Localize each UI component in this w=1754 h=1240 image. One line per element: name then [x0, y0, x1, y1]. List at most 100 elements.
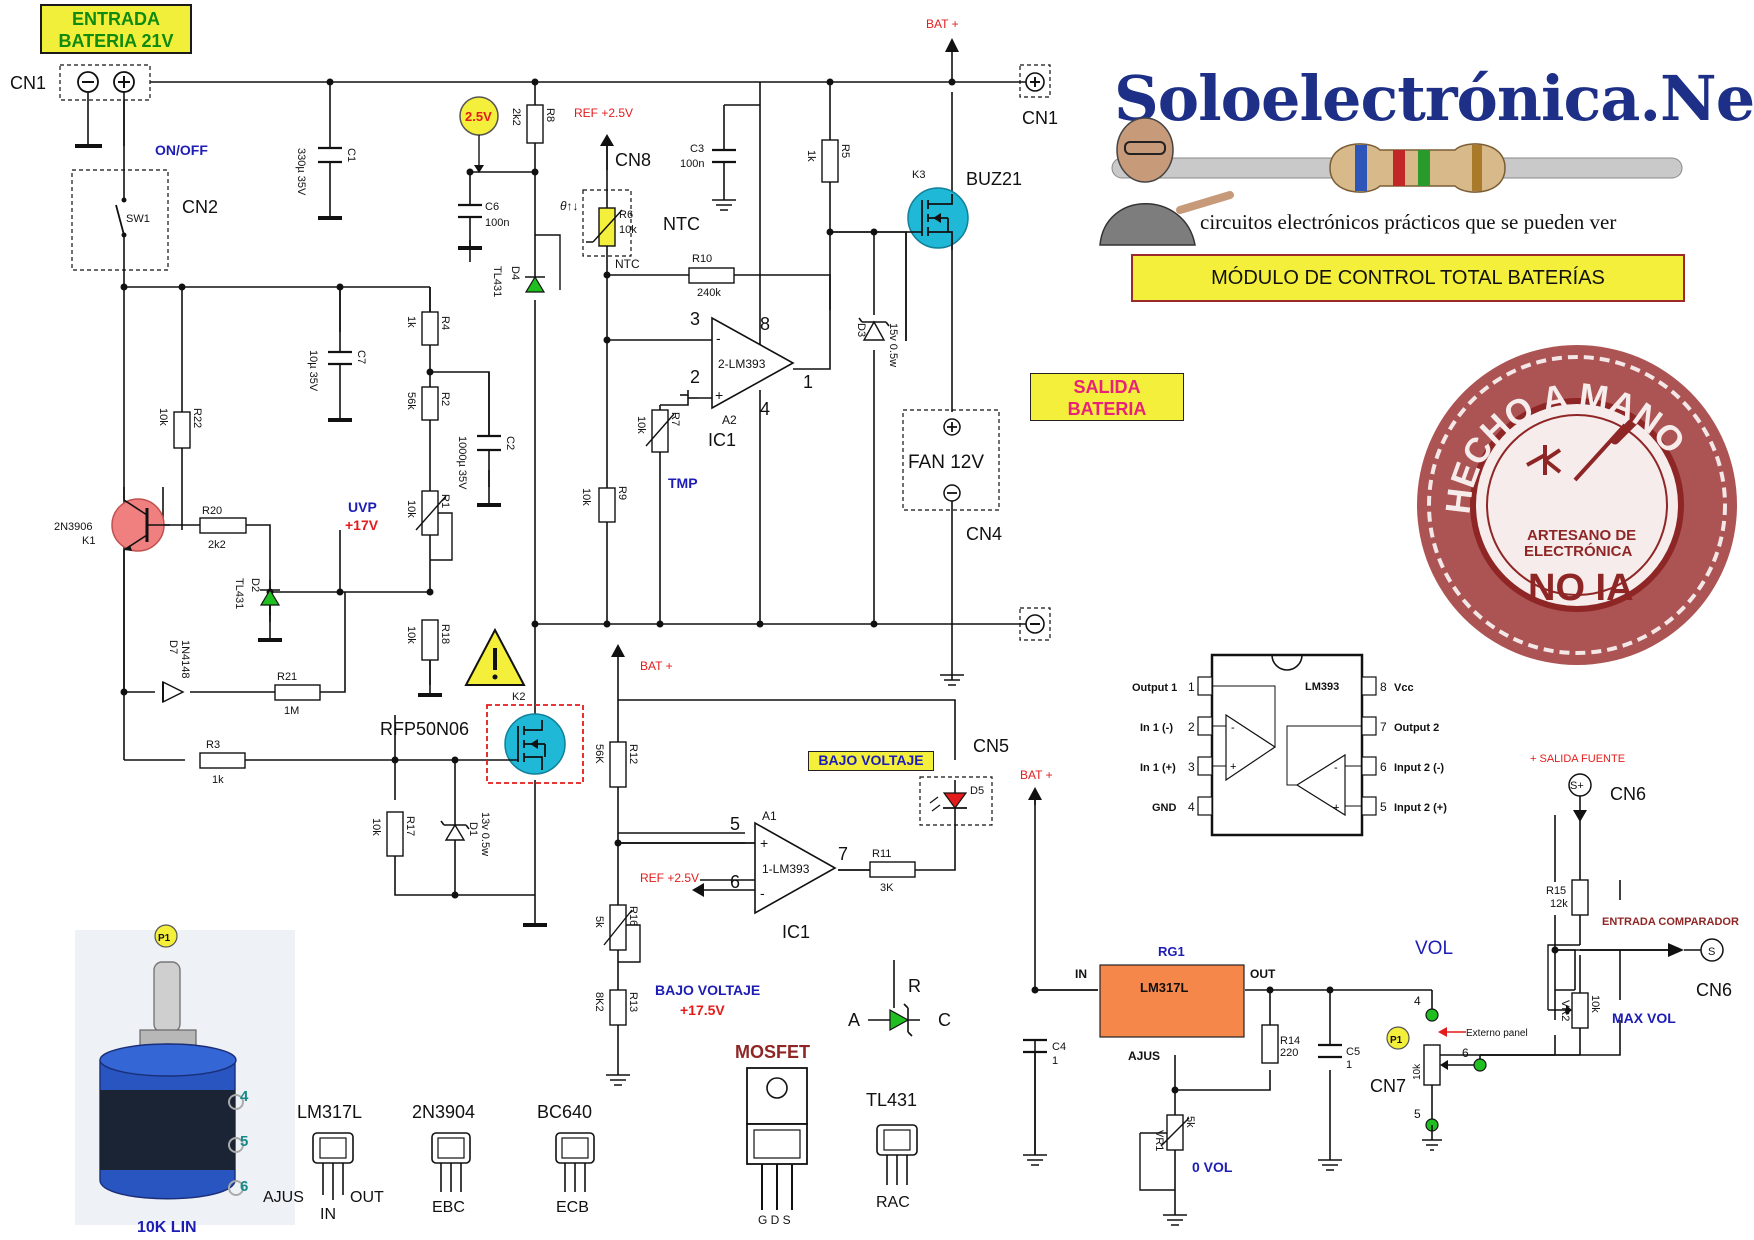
k2-label: K2: [512, 691, 525, 703]
brand-mascot-icon: [1099, 117, 1683, 246]
svg-text:+: +: [760, 835, 768, 851]
bat-plus-lm317-label: BAT +: [1020, 768, 1053, 782]
trimmer-r16[interactable]: R16 5k: [593, 904, 641, 963]
r17-value: 10k: [370, 818, 382, 836]
r18-value: 10k: [405, 626, 417, 644]
vr2-label: VR2: [1559, 1000, 1571, 1021]
d3-value: 15v 0.5w: [887, 323, 899, 367]
r4-label: R4: [439, 316, 451, 330]
capacitor-c5: C5 1: [1318, 1043, 1360, 1171]
entrada-comparador-label: ENTRADA COMPARADOR: [1602, 916, 1739, 928]
tl-ref: R: [908, 976, 921, 996]
shunt-regulator-d4: D4 TL431: [491, 234, 561, 297]
r7-value: 10k: [635, 416, 647, 434]
fan-connector-cn4[interactable]: FAN 12V CN4: [902, 409, 1002, 544]
resistor-r20: R20 2k2: [199, 505, 247, 551]
r22-label: R22: [191, 408, 203, 428]
ic1-a1-label: IC1: [782, 922, 810, 942]
module-title: MÓDULO DE CONTROL TOTAL BATERÍAS: [1131, 254, 1685, 302]
output-connector-cn6[interactable]: S+ + SALIDA FUENTE CN6 S ENTRADA COMPARA…: [1530, 753, 1739, 1000]
resistor-r8: R8 2k2: [510, 104, 556, 144]
pot-label: 10K LIN: [137, 1219, 197, 1236]
pinout-num-1: 1: [1188, 680, 1195, 694]
diode-d7: D7 1N4148: [162, 640, 191, 704]
bottom-rail-connector[interactable]: [1019, 607, 1051, 641]
resistor-r17: R17 10k: [370, 811, 416, 857]
ntc-small-label: NTC: [615, 257, 640, 271]
externo-label: Externo panel: [1466, 1028, 1528, 1039]
tl-cathode: C: [938, 1010, 951, 1030]
bat-plus-a1: BAT +: [611, 644, 673, 673]
cn2-label: CN2: [182, 197, 218, 217]
r6-label: R6: [619, 209, 633, 221]
capacitor-c6: C6 100n: [458, 201, 509, 250]
c7-value: 10µ 35V: [307, 350, 319, 392]
resistor-r14: R14 220: [1261, 1024, 1300, 1064]
cn1-out-label: CN1: [1022, 108, 1058, 128]
r3-label: R3: [206, 739, 220, 751]
rfp-label: RFP50N06: [380, 719, 469, 739]
trimmer-r7[interactable]: R7 10k TMP: [635, 409, 698, 491]
d5-label: D5: [970, 785, 984, 797]
fan-label: FAN 12V: [908, 452, 984, 473]
pinout-num-7: 7: [1380, 720, 1387, 734]
capacitor-c7: C7 10µ 35V: [307, 287, 367, 422]
svg-text:+: +: [715, 387, 723, 403]
brand-tagline: circuitos electrónicos prácticos que se …: [1200, 210, 1617, 234]
cn1-output-connector[interactable]: CN1: [1019, 64, 1058, 128]
salida-line2: BATERIA: [1067, 399, 1147, 419]
bc640-legend-title: BC640: [537, 1102, 592, 1122]
zener-d3: D3 15v 0.5w: [855, 317, 899, 367]
c7-label: C7: [355, 350, 367, 364]
r21-value: 1M: [284, 705, 299, 717]
r11-label: R11: [872, 848, 891, 860]
rg1-out-label: OUT: [1250, 967, 1276, 981]
tl431-legend-title: TL431: [866, 1090, 917, 1110]
r15-value: 12k: [1550, 898, 1568, 910]
stamp-line3: ELECTRÓNICA: [1524, 542, 1633, 560]
cn1-input-connector[interactable]: CN1: [10, 64, 151, 148]
trimmer-vr2[interactable]: 10k VR2 MAX VOL: [1480, 944, 1676, 1056]
pinout-left-3: In 1 (+): [1140, 762, 1176, 774]
max-vol-label: MAX VOL: [1612, 1010, 1676, 1026]
pot-connector-cn7[interactable]: VOL 4 5 6 10k P1 CN7 Externo panel: [1370, 938, 1528, 1151]
junctions: [120, 78, 1559, 1094]
r8-value: 2k2: [510, 108, 522, 126]
pinout-num-8: 8: [1380, 680, 1387, 694]
ic1-a2-label: IC1: [708, 430, 736, 450]
cn7-label: CN7: [1370, 1076, 1406, 1096]
r14-label: R14: [1280, 1035, 1300, 1047]
2n3904-legend-title: 2N3904: [412, 1102, 475, 1122]
r1-label: R1: [439, 494, 451, 508]
pinout-right-8: Vcc: [1394, 682, 1414, 694]
d7-label: D7: [167, 640, 179, 654]
ref-a1-label: REF +2.5V: [640, 871, 699, 885]
uvp-label: UVP: [348, 499, 377, 515]
zener-d1: D1 13v 0.5w: [440, 812, 491, 856]
r12-value: 56K: [593, 744, 605, 764]
zero-vol-label: 0 VOL: [1192, 1159, 1233, 1175]
c4-label: C4: [1052, 1041, 1066, 1053]
r10-value: 240k: [697, 287, 721, 299]
r17-label: R17: [404, 816, 416, 836]
salida-line1: SALIDA: [1073, 377, 1141, 397]
lm317-out: OUT: [350, 1189, 384, 1206]
pinout-right-7: Output 2: [1394, 722, 1439, 734]
comparator-a2: - + 2-LM393 3 2 8 4 1 A2 IC1: [688, 309, 813, 450]
cn2-switch[interactable]: SW1 ON/OFF CN2: [71, 142, 218, 272]
resistor-r15: R15 12k: [1546, 815, 1589, 945]
k3-label: K3: [912, 169, 925, 181]
r22-value: 10k: [157, 408, 169, 426]
resistor-r22: R22 10k: [157, 408, 203, 449]
led-d5: D5 CN5: [919, 736, 1009, 826]
trimmer-vr1[interactable]: 5k VR1 0 VOL: [1139, 1114, 1233, 1226]
resistor-r11: R11 3K: [838, 848, 916, 894]
low-voltage-label: BAJO VOLTAJE: [808, 751, 934, 771]
ground-fan: [940, 674, 964, 686]
d1-label: D1: [467, 822, 479, 836]
bat-plus-a1-label: BAT +: [640, 659, 673, 673]
mosfet-pins: G D S: [758, 1213, 791, 1227]
tl431-symbol-legend: A C R: [848, 960, 951, 1037]
pinout-left-1: Output 1: [1132, 682, 1177, 694]
trimmer-r1[interactable]: R1 10k: [405, 490, 453, 561]
